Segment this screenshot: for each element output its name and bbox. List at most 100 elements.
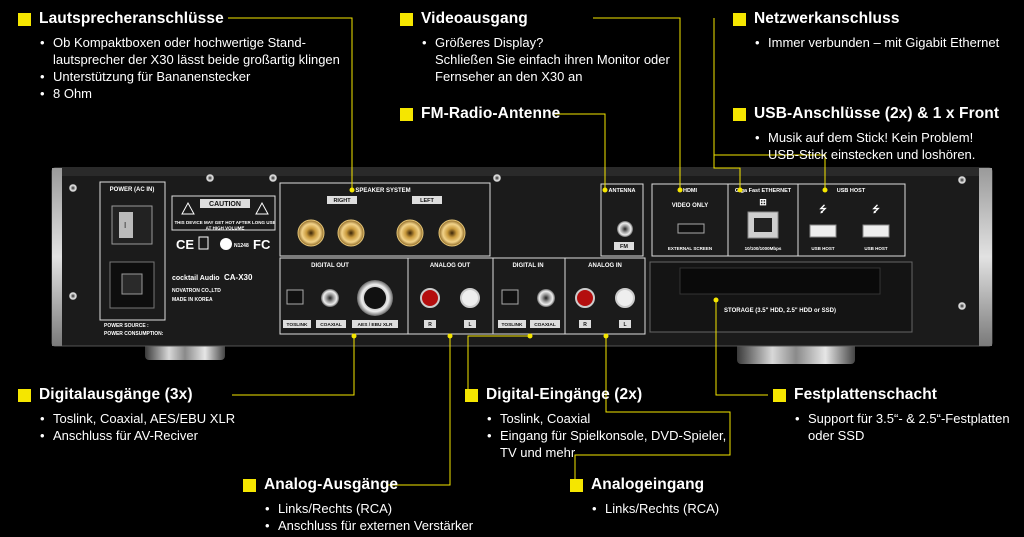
yellow-square-icon [465, 388, 478, 402]
antenna-section: ANTENNA FM [600, 183, 644, 257]
svg-text:cocktail Audio: cocktail Audio [172, 275, 220, 282]
usb-port-2[interactable] [862, 224, 890, 238]
svg-text:R: R [428, 322, 432, 328]
callout-title: Lautsprecheranschlüsse [39, 10, 224, 27]
storage-bay: STORAGE (3.5" HDD, 2.5" HDD or SSD) [649, 261, 913, 333]
brand-block: cocktail Audio CA-X30 NOVATRON CO.,LTD M… [172, 273, 253, 303]
callout-network: Netzwerkanschluss Immer verbunden – mit … [733, 10, 999, 51]
svg-text:USB HOST: USB HOST [837, 188, 866, 194]
svg-text:ANALOG IN: ANALOG IN [588, 263, 622, 269]
speaker-left-plus[interactable] [396, 219, 424, 247]
svg-text:USB HOST: USB HOST [864, 246, 888, 251]
io-section: HDMI VIDEO ONLY EXTERNAL SCREEN Giga Fas… [651, 183, 906, 257]
svg-text:ANTENNA: ANTENNA [609, 188, 636, 194]
callout-video: Videoausgang Größeres Display? Schließen… [400, 10, 670, 85]
hdmi-port[interactable] [677, 223, 705, 234]
callout-bullet: Support für 3.5“- & 2.5“-Festplatten ode… [795, 410, 1010, 444]
callout-bullet: Unterstützung für Bananenstecker [40, 68, 340, 85]
yellow-square-icon [400, 107, 413, 121]
svg-text:10/100/1000Mbps: 10/100/1000Mbps [745, 246, 782, 251]
side-panel-right [979, 168, 992, 346]
coaxial-in-jack[interactable] [537, 289, 555, 307]
svg-text:I: I [124, 221, 126, 230]
svg-text:POWER SOURCE :: POWER SOURCE : [104, 323, 149, 329]
top-edge [62, 168, 979, 176]
yellow-square-icon [18, 388, 31, 402]
analog-out-left-jack[interactable] [460, 288, 480, 308]
fm-antenna-jack[interactable] [617, 221, 633, 237]
svg-text:ANALOG OUT: ANALOG OUT [430, 263, 471, 269]
callout-analog-out: Analog-Ausgänge Links/Rechts (RCA) Ansch… [243, 476, 473, 534]
toslink-in-port[interactable] [501, 289, 519, 305]
svg-text:FC: FC [253, 237, 271, 252]
svg-text:STORAGE (3.5" HDD, 2.5" HDD or: STORAGE (3.5" HDD, 2.5" HDD or SSD) [724, 308, 836, 314]
callout-bullet: Toslink, Coaxial, AES/EBU XLR [40, 410, 235, 427]
svg-text:SPEAKER SYSTEM: SPEAKER SYSTEM [355, 188, 410, 194]
callout-title: Videoausgang [421, 10, 528, 27]
storage-slot[interactable] [679, 267, 881, 295]
callout-title: Analog-Ausgänge [264, 476, 399, 493]
usb-icon-2: ⭍ [872, 204, 880, 214]
svg-text:VIDEO ONLY: VIDEO ONLY [672, 203, 708, 209]
svg-text:CAUTION: CAUTION [209, 201, 241, 208]
svg-text:TOSLINK: TOSLINK [502, 322, 524, 328]
svg-text:Giga Fast ETHERNET: Giga Fast ETHERNET [735, 188, 792, 194]
svg-text:TOSLINK: TOSLINK [287, 322, 309, 328]
callout-digital-out: Digitalausgänge (3x) Toslink, Coaxial, A… [18, 386, 235, 444]
warning-triangle-icon [181, 201, 195, 215]
certification-marks: CE N1248 FC [176, 236, 271, 252]
svg-text:MADE IN KOREA: MADE IN KOREA [172, 297, 213, 303]
svg-text:THIS DEVICE MAY GET HOT AFTER: THIS DEVICE MAY GET HOT AFTER LONG USEAT… [174, 220, 275, 230]
coaxial-out-jack[interactable] [321, 289, 339, 307]
svg-text:RIGHT: RIGHT [333, 198, 351, 204]
audio-section: DIGITAL OUT ANALOG OUT DIGITAL IN ANALOG… [279, 257, 646, 335]
callout-fm: FM-Radio-Antenne [400, 105, 560, 123]
callout-title: Netzwerkanschluss [754, 10, 900, 27]
callout-usb: USB-Anschlüsse (2x) & 1 x Front Musik au… [733, 105, 999, 163]
callout-digital-in: Digital-Eingänge (2x) Toslink, Coaxial E… [465, 386, 726, 461]
callout-bullet: Anschluss für AV-Reciver [40, 427, 235, 444]
callout-bullet: 8 Ohm [40, 85, 340, 102]
yellow-square-icon [773, 388, 786, 402]
power-section: POWER (AC IN) I POWER SOURCE : POWER CON… [99, 181, 166, 337]
callout-title: Digitalausgänge (3x) [39, 386, 193, 403]
callout-title: FM-Radio-Antenne [421, 105, 561, 122]
svg-text:CE: CE [176, 237, 194, 252]
svg-text:DIGITAL OUT: DIGITAL OUT [311, 263, 349, 269]
callout-title: USB-Anschlüsse (2x) & 1 x Front [754, 105, 1000, 122]
leader-dots [349, 187, 828, 339]
toslink-out-port[interactable] [286, 289, 304, 305]
speaker-left-minus[interactable] [438, 219, 466, 247]
speaker-right-plus[interactable] [297, 219, 325, 247]
callout-speakers: Lautsprecheranschlüsse Ob Kompaktboxen o… [18, 10, 340, 102]
svg-text:COAXIAL: COAXIAL [320, 322, 342, 328]
svg-text:EXTERNAL SCREEN: EXTERNAL SCREEN [668, 246, 712, 251]
callout-bullet: Immer verbunden – mit Gigabit Ethernet [755, 34, 999, 51]
svg-text:LEFT: LEFT [420, 198, 434, 204]
callout-analog-in: Analogeingang Links/Rechts (RCA) [570, 476, 719, 517]
svg-text:POWER CONSUMPTION:: POWER CONSUMPTION: [104, 331, 164, 337]
svg-text:R: R [583, 322, 587, 328]
recycle-icon [220, 238, 232, 250]
analog-in-right-jack[interactable] [575, 288, 595, 308]
network-icon: ⊞ [759, 197, 767, 207]
speaker-terminals: SPEAKER SYSTEM RIGHT LEFT [279, 182, 491, 257]
callout-bullet: Toslink, Coaxial [487, 410, 726, 427]
speaker-right-minus[interactable] [337, 219, 365, 247]
yellow-square-icon [400, 12, 413, 26]
svg-text:DIGITAL IN: DIGITAL IN [512, 263, 543, 269]
svg-text:N1248: N1248 [234, 243, 249, 249]
svg-text:FM: FM [620, 244, 628, 250]
callout-bullet: Anschluss für externen Verstärker [265, 517, 473, 534]
usb-port-1[interactable] [809, 224, 837, 238]
callout-storage: Festplattenschacht Support für 3.5“- & 2… [773, 386, 1010, 444]
analog-in-left-jack[interactable] [615, 288, 635, 308]
analog-out-right-jack[interactable] [420, 288, 440, 308]
svg-text:L: L [623, 322, 626, 328]
yellow-square-icon [733, 12, 746, 26]
svg-text:L: L [468, 322, 471, 328]
side-panel-left [52, 168, 62, 346]
caution-label: CAUTION THIS DEVICE MAY GET HOT AFTER LO… [171, 195, 276, 231]
svg-text:HDMI: HDMI [683, 188, 698, 194]
